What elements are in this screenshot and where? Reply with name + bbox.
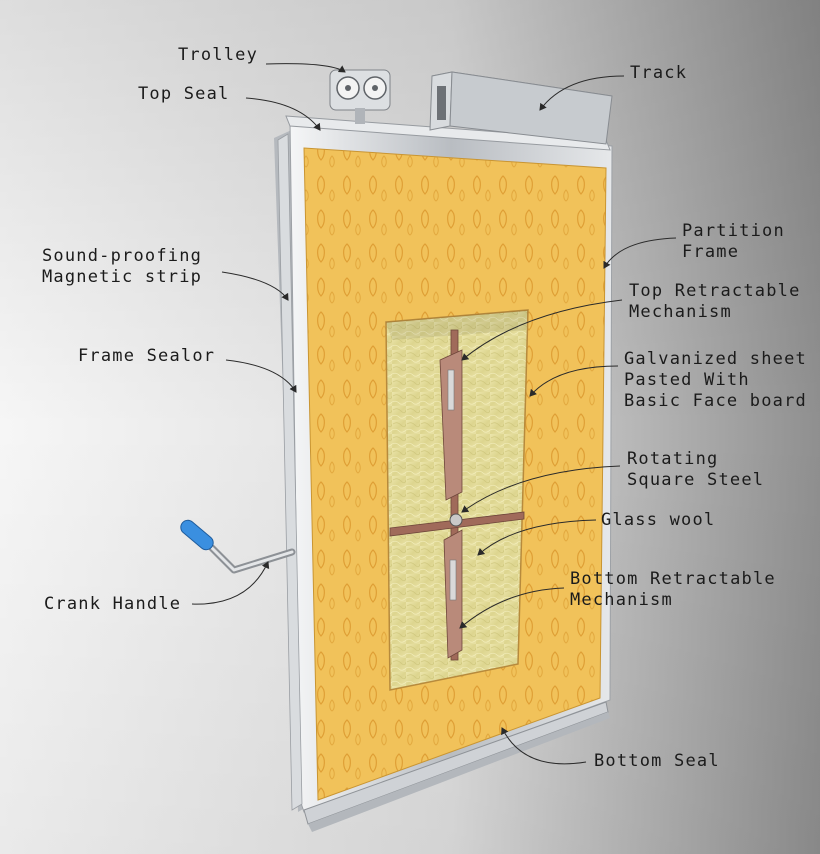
crank-grip — [180, 519, 214, 551]
leader-bottom-seal — [501, 727, 587, 765]
leader-sound-proofing — [221, 271, 289, 301]
label-sound-proofing-line2: Magnetic strip — [42, 267, 203, 287]
cavity-shadow — [386, 310, 528, 340]
leader-galvanized — [529, 365, 619, 397]
track-side — [449, 71, 613, 145]
leader-lines — [191, 63, 677, 765]
leader-top-retractable — [461, 299, 623, 361]
trolley-axle-right — [372, 85, 378, 91]
label-bottom-retractable-line1: Bottom Retractable — [570, 569, 776, 589]
label-trolley: Trolley — [178, 45, 259, 65]
label-partition-frame-line2: Frame — [682, 242, 740, 262]
leader-bottom-retractable — [459, 587, 565, 629]
leader-glass-wool — [477, 519, 597, 556]
leader-rotating — [461, 465, 621, 513]
crank-handle-icon — [180, 519, 296, 574]
leader-crank-handle — [191, 561, 270, 605]
bottom-slider — [449, 559, 457, 601]
label-sound-proofing-line1: Sound-proofing — [42, 246, 203, 266]
leader-track — [539, 75, 625, 111]
leader-top-seal — [245, 97, 321, 131]
label-top-retractable-line2: Mechanism — [629, 302, 732, 322]
crank-rod-highlight — [210, 546, 294, 572]
label-galvanized-line1: Galvanized sheet — [624, 349, 807, 369]
label-glass-wool: Glass wool — [601, 510, 716, 530]
trolley-icon — [329, 69, 391, 124]
label-top-seal: Top Seal — [138, 84, 230, 104]
label-rotating-line2: Square Steel — [627, 470, 765, 490]
label-top-retractable-line1: Top Retractable — [629, 281, 801, 301]
top-slider — [447, 369, 455, 411]
label-crank-handle: Crank Handle — [44, 594, 182, 614]
label-galvanized-line2: Pasted With — [624, 370, 750, 390]
label-galvanized-line3: Basic Face board — [624, 391, 807, 411]
label-rotating-line1: Rotating — [627, 449, 719, 469]
leader-partition-frame — [603, 237, 677, 269]
trolley-stem — [355, 108, 365, 124]
track-slot — [437, 86, 446, 120]
label-frame-sealor: Frame Sealor — [78, 346, 216, 366]
label-bottom-seal: Bottom Seal — [594, 751, 720, 771]
retractable-mechanism — [389, 329, 525, 661]
bottom-seal-lip — [308, 712, 610, 832]
partition-panel — [274, 115, 613, 832]
label-partition-frame-line1: Partition — [682, 221, 785, 241]
label-bottom-retractable-line2: Mechanism — [570, 590, 673, 610]
trolley-axle-left — [345, 85, 351, 91]
frame-sealor-strip — [277, 133, 303, 811]
leader-trolley — [265, 63, 346, 73]
track-icon — [429, 71, 613, 145]
top-retractable-arm — [439, 349, 463, 501]
label-track: Track — [630, 63, 688, 83]
rotating-hub — [449, 513, 463, 527]
leader-frame-sealor — [225, 359, 297, 393]
